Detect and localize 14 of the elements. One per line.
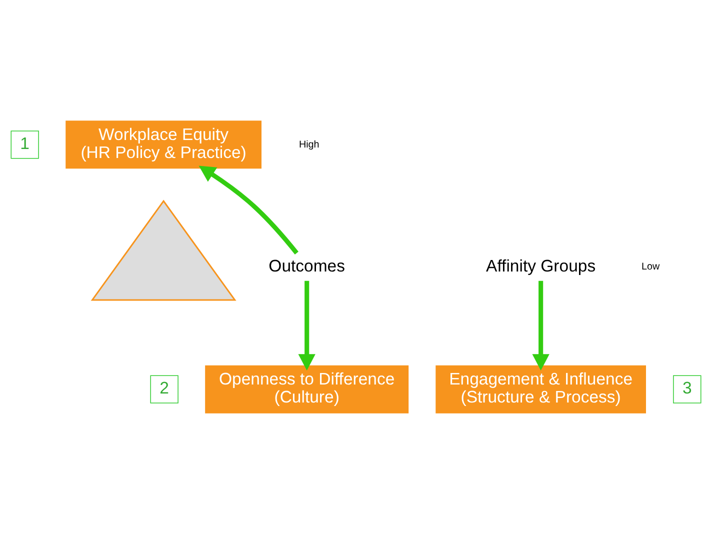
node-box: Engagement & Influence (Structure & Process) xyxy=(436,365,646,414)
node-box: 2 xyxy=(150,375,178,404)
arrow xyxy=(298,280,316,370)
node-box: 3 xyxy=(673,375,702,404)
node-box: 1 xyxy=(10,130,39,159)
arrow xyxy=(198,166,298,255)
node-text: Outcomes xyxy=(268,256,346,276)
node-text: Affinity Groups xyxy=(486,256,596,276)
node-triangle xyxy=(90,200,236,301)
arrow xyxy=(532,280,550,370)
node-box: Openness to Difference (Culture) xyxy=(205,365,409,414)
node-box: Workplace Equity (HR Policy & Practice) xyxy=(66,120,262,169)
label: Low xyxy=(641,262,660,273)
label: High xyxy=(298,139,320,150)
